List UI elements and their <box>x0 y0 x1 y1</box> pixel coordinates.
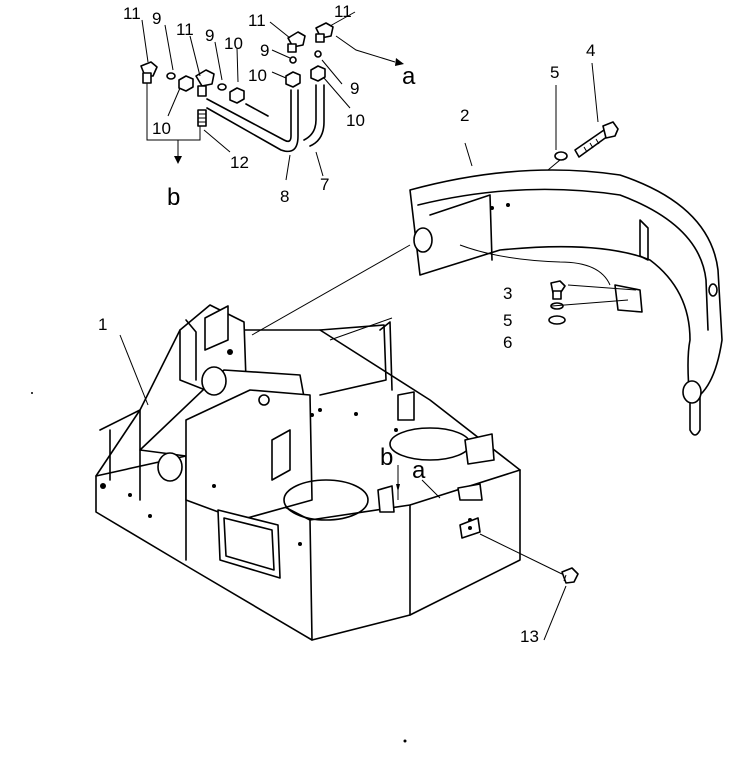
revolving-frame <box>95 304 521 641</box>
label-ref-b: b <box>167 184 180 211</box>
label-part-9: 9 <box>152 9 161 28</box>
hose-fitting-group <box>140 22 404 164</box>
label-part-1: 1 <box>98 315 107 334</box>
bolt-13 <box>561 567 579 584</box>
label-ref-a: a <box>412 457 426 484</box>
label-part-13: 13 <box>520 627 539 646</box>
label-part-10: 10 <box>152 119 171 138</box>
label-part-7: 7 <box>320 175 329 194</box>
label-part-9: 9 <box>260 41 269 60</box>
label-part-11: 11 <box>334 2 352 21</box>
label-part-12: 12 <box>230 153 249 172</box>
label-part-10: 10 <box>346 111 365 130</box>
bolt-group-mid <box>548 280 566 325</box>
leader-lines <box>31 11 637 743</box>
label-part-6: 6 <box>503 333 512 352</box>
label-part-11: 11 <box>248 11 266 30</box>
label-part-4: 4 <box>586 41 595 60</box>
label-part-10: 10 <box>224 34 243 53</box>
label-part-3: 3 <box>503 284 512 303</box>
label-ref-a: a <box>402 63 416 90</box>
label-part-11: 11 <box>123 4 141 23</box>
counterweight <box>409 169 723 436</box>
label-part-8: 8 <box>280 187 289 206</box>
label-part-2: 2 <box>460 106 469 125</box>
callout-labels: 11 9 11 9 10 11 11 9 10 9 10 10 12 8 7 a… <box>98 2 595 646</box>
label-part-5: 5 <box>550 63 559 82</box>
label-part-9: 9 <box>350 79 359 98</box>
label-part-9: 9 <box>205 26 214 45</box>
label-part-11: 11 <box>176 20 194 39</box>
label-part-10: 10 <box>248 66 267 85</box>
label-part-5: 5 <box>503 311 512 330</box>
label-ref-b: b <box>380 444 393 471</box>
